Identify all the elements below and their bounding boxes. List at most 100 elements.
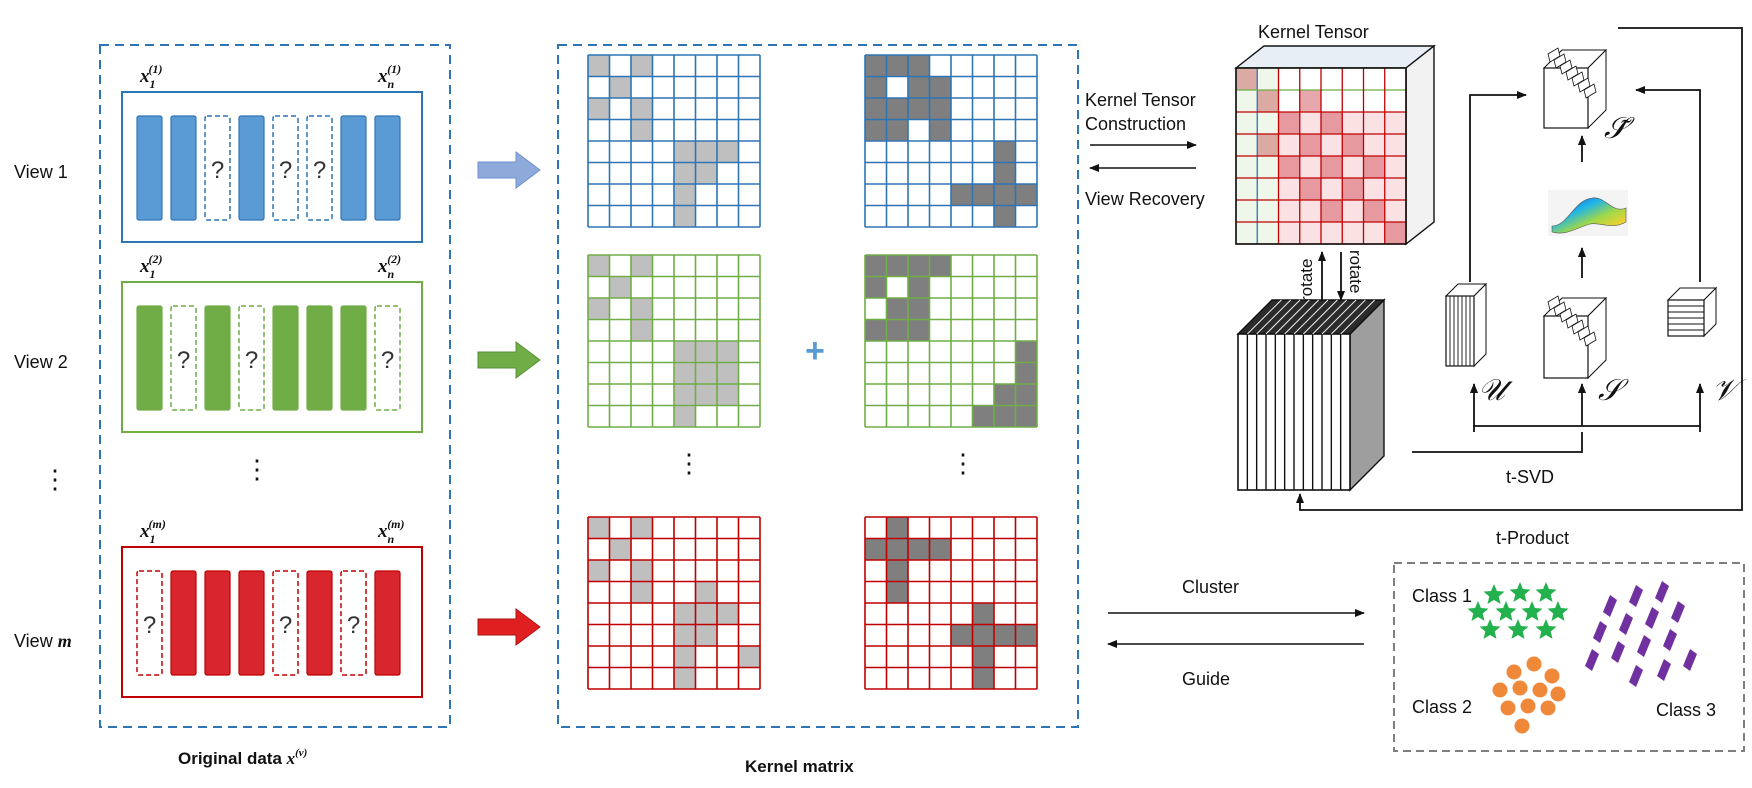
grid-cell-filled (588, 255, 610, 277)
grid-cell-filled (695, 141, 717, 163)
grid-cell-filled (886, 98, 908, 120)
grid-cell-filled (865, 255, 887, 277)
cube-cell-filled (1363, 200, 1385, 222)
cluster-label: Cluster (1182, 577, 1239, 597)
grid-cell-filled (929, 538, 951, 560)
sample-column (374, 570, 401, 676)
kernel-tensor-title: Kernel Tensor (1258, 22, 1369, 42)
grid-cell-filled (631, 55, 653, 77)
class-1-point (1467, 601, 1489, 621)
grid-cell-filled (886, 538, 908, 560)
grid-cell-filled (695, 581, 717, 603)
tsvd-label: t-SVD (1506, 467, 1554, 487)
diagonal-block (1583, 331, 1597, 347)
grid-cell-filled (929, 76, 951, 98)
grid-cell-filled (717, 362, 739, 384)
kernel-tensor-construction-label-2: Construction (1085, 114, 1186, 134)
grid-cell-filled (631, 119, 653, 141)
cube-cell-filled (1236, 68, 1258, 90)
missing-mark: ? (313, 157, 326, 184)
grid-cell-filled (609, 538, 631, 560)
class-3-label: Class 3 (1656, 700, 1716, 720)
class-2-point (1544, 668, 1560, 684)
grid-cell-filled (994, 384, 1016, 406)
grid-cell-filled (588, 560, 610, 582)
rotate-label-right: rotate (1346, 250, 1365, 293)
factor-s-tilde-symbol: 𝒮̃ (1604, 111, 1635, 146)
class-1-point (1521, 601, 1543, 621)
view-m-data-box: ???x1(m)xn(m) (121, 517, 423, 698)
grid-cell-filled (994, 184, 1016, 206)
cube-cell-filled (1257, 90, 1279, 112)
class-3-point (1619, 613, 1633, 635)
missing-mark: ? (177, 347, 190, 374)
cube-cell-filled (1342, 178, 1364, 200)
sample-column (170, 115, 197, 221)
kernel-tensor-cube (1233, 44, 1437, 246)
view-2-data-box: ???x1(2)xn(2) (121, 252, 423, 433)
grid-cell-filled (951, 184, 973, 206)
missing-sample-column (340, 570, 367, 676)
grid-cell-filled (908, 276, 930, 298)
class-3-point (1637, 635, 1651, 657)
sample-column (238, 570, 265, 676)
class-3-point (1585, 649, 1599, 671)
class-3-point (1629, 585, 1643, 607)
kernel-ellipsis-right: ⋮ (950, 448, 976, 478)
sample-column (374, 115, 401, 221)
grid-cell-filled (1015, 341, 1037, 363)
view-1-label: View 1 (14, 162, 68, 182)
grid-cell-filled (886, 298, 908, 320)
last-sample-label: xn(m) (377, 517, 405, 546)
first-sample-label: x1(1) (139, 62, 163, 91)
grid-cell-filled (908, 255, 930, 277)
grid-cell-filled (674, 667, 696, 689)
kernel-matrix-grids (587, 54, 1038, 690)
slice-top-line (1302, 299, 1338, 335)
grid-cell-filled (695, 341, 717, 363)
grid-cell-filled (994, 405, 1016, 427)
grid-cell-filled (674, 184, 696, 206)
slice-top-line (1246, 299, 1282, 335)
grid-cell-filled (674, 162, 696, 184)
grid-cell-filled (886, 560, 908, 582)
missing-sample-column (306, 115, 333, 221)
grid-cell-filled (674, 362, 696, 384)
class-2-point (1520, 698, 1536, 714)
grid-cell-filled (994, 141, 1016, 163)
grid-cell-filled (908, 319, 930, 341)
kernel-tensor-construction-label-1: Kernel Tensor (1085, 90, 1196, 110)
sample-column (170, 570, 197, 676)
slice-top-line (1330, 299, 1366, 335)
grid-cell-filled (972, 667, 994, 689)
grid-cell-filled (908, 98, 930, 120)
missing-mark: ? (245, 347, 258, 374)
slice-top-line (1284, 299, 1320, 335)
class-2-point (1500, 700, 1516, 716)
cube-outline (1235, 67, 1407, 245)
slice-top-line (1340, 299, 1376, 335)
class-1-point (1509, 582, 1531, 602)
view-ellipsis-left: ⋮ (42, 464, 68, 494)
sample-column (204, 305, 231, 411)
stack-front-face (1543, 67, 1589, 129)
last-sample-label: xn(1) (377, 62, 401, 91)
class-3-point (1603, 595, 1617, 617)
grid-cell-filled (695, 162, 717, 184)
grid-cell-filled (631, 298, 653, 320)
factor-u-symbol: 𝒰 (1478, 373, 1513, 408)
stack-side-face (1473, 282, 1487, 368)
class-1-point (1535, 582, 1557, 602)
kernel-grid-view1-a (587, 54, 761, 228)
class-2-point (1532, 682, 1548, 698)
class-1-point (1479, 619, 1501, 639)
sample-column (340, 115, 367, 221)
grid-cell-filled (865, 119, 887, 141)
original-data-caption: Original data x(v) (178, 747, 307, 768)
grid-cell-filled (717, 341, 739, 363)
sample-column (306, 570, 333, 676)
cube-cell-filled (1363, 156, 1385, 178)
grid-cell-filled (865, 98, 887, 120)
stack-front-face (1445, 295, 1475, 367)
grid-cell-filled (886, 581, 908, 603)
